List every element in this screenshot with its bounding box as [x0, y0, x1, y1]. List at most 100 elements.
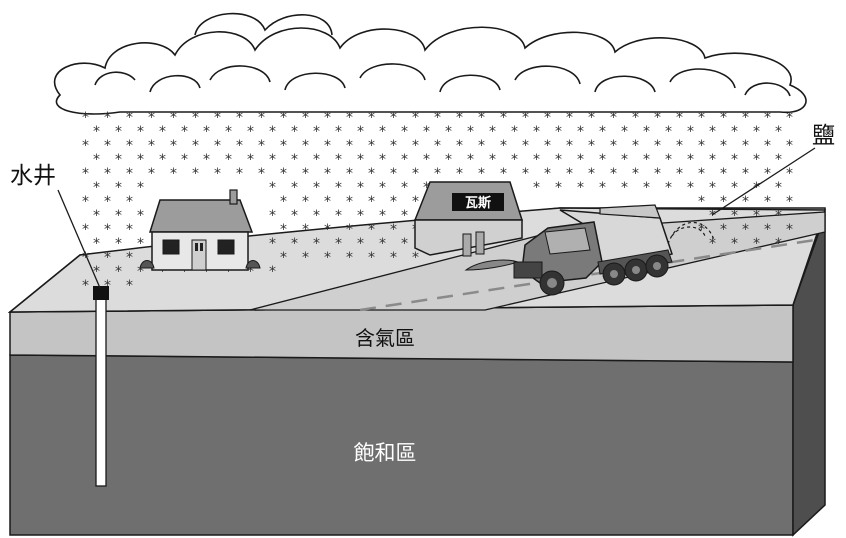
rain-drop: *	[379, 208, 386, 224]
rain-drop: *	[170, 110, 177, 126]
rain-drop: *	[357, 208, 364, 224]
rain-drop: *	[566, 166, 573, 182]
rain-drop: *	[764, 110, 771, 126]
rain-drop: *	[588, 138, 595, 154]
rain-drop: *	[280, 222, 287, 238]
rain-drop: *	[687, 180, 694, 196]
rain-drop: *	[302, 194, 309, 210]
rain-drop: *	[225, 124, 232, 140]
rain-drop: *	[82, 222, 89, 238]
rain-drop: *	[269, 124, 276, 140]
salt-truck	[513, 204, 673, 296]
rain-drop: *	[632, 110, 639, 126]
rain-drop: *	[126, 110, 133, 126]
rain-drop: *	[137, 124, 144, 140]
rain-drop: *	[544, 138, 551, 154]
rain-drop: *	[786, 222, 793, 238]
rain-drop: *	[346, 222, 353, 238]
rain-drop: *	[170, 138, 177, 154]
rain-drop: *	[269, 236, 276, 252]
rain-drop: *	[731, 180, 738, 196]
rain-drop: *	[709, 236, 716, 252]
rain-drop: *	[357, 152, 364, 168]
rain-drop: *	[412, 110, 419, 126]
rain-drop: *	[192, 166, 199, 182]
rain-drop: *	[104, 194, 111, 210]
rain-drop: *	[93, 264, 100, 280]
rain-drop: *	[412, 138, 419, 154]
rain-drop: *	[324, 250, 331, 266]
rain-drop: *	[236, 138, 243, 154]
rain-drop: *	[280, 194, 287, 210]
rain-drop: *	[302, 222, 309, 238]
rain-drop: *	[203, 264, 210, 280]
rain-drop: *	[665, 124, 672, 140]
rain-drop: *	[434, 166, 441, 182]
rain-drop: *	[346, 110, 353, 126]
rain-drop: *	[632, 166, 639, 182]
rain-drop: *	[390, 194, 397, 210]
rain-drop: *	[82, 250, 89, 266]
rain-drop: *	[676, 110, 683, 126]
rain-drop: *	[313, 236, 320, 252]
rain-drop: *	[104, 250, 111, 266]
rain-drop: *	[225, 264, 232, 280]
rain-drop: *	[610, 110, 617, 126]
rain-drop: *	[434, 138, 441, 154]
rain-drop: *	[412, 166, 419, 182]
rain-drop: *	[280, 166, 287, 182]
house	[139, 189, 261, 271]
rain-drop: *	[137, 208, 144, 224]
rain-drop: *	[181, 124, 188, 140]
rain-drop: *	[522, 138, 529, 154]
rain-drop: *	[280, 250, 287, 266]
rain-drop: *	[357, 180, 364, 196]
rain-drop: *	[401, 124, 408, 140]
rain-drop: *	[368, 222, 375, 238]
rain-drop: *	[335, 124, 342, 140]
rain-drop: *	[412, 250, 419, 266]
rain-drop: *	[93, 180, 100, 196]
rain-drop: *	[533, 152, 540, 168]
rain-drop: *	[588, 110, 595, 126]
rain-drop: *	[544, 166, 551, 182]
rain-drop: *	[445, 124, 452, 140]
rain-drop: *	[302, 166, 309, 182]
rain-drop: *	[434, 110, 441, 126]
rain-drop: *	[379, 180, 386, 196]
rain-drop: *	[159, 124, 166, 140]
water-well	[93, 286, 109, 487]
rain-drop: *	[82, 110, 89, 126]
rain-drop: *	[93, 152, 100, 168]
rain-drop: *	[764, 222, 771, 238]
rain-drop: *	[555, 180, 562, 196]
rain-drop: *	[687, 152, 694, 168]
rain-drop: *	[423, 152, 430, 168]
rain-drop: *	[698, 166, 705, 182]
rain-drop: *	[610, 166, 617, 182]
rain-drop: *	[181, 152, 188, 168]
rain-drop: *	[555, 124, 562, 140]
rain-drop: *	[247, 124, 254, 140]
rain-drop: *	[291, 124, 298, 140]
rain-drop: *	[555, 152, 562, 168]
rain-drop: *	[566, 138, 573, 154]
rain-drop: *	[104, 166, 111, 182]
rain-drop: *	[192, 110, 199, 126]
unsaturated-zone-label: 含氣區	[355, 326, 415, 350]
rain-drop: *	[357, 124, 364, 140]
rain-drop: *	[302, 250, 309, 266]
rain-drop: *	[302, 138, 309, 154]
rain-drop: *	[346, 166, 353, 182]
rain-drop: *	[379, 152, 386, 168]
rain-drop: *	[137, 264, 144, 280]
gas-sign	[452, 193, 504, 211]
rain-drop: *	[643, 180, 650, 196]
rain-drop: *	[126, 222, 133, 238]
rain-drop: *	[654, 166, 661, 182]
rain-drop: *	[126, 138, 133, 154]
rain-drop: *	[335, 208, 342, 224]
rain-drop: *	[324, 222, 331, 238]
rain-drop: *	[291, 236, 298, 252]
